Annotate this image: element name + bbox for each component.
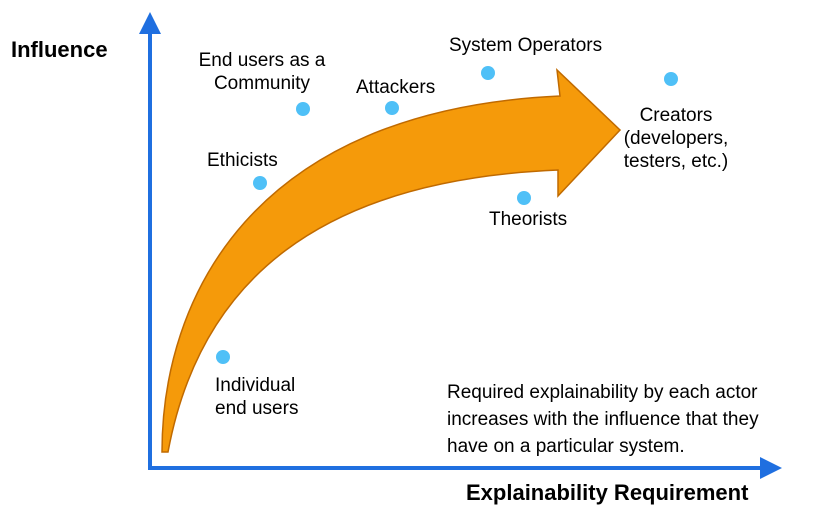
label-individual-end-users: Individual end users: [215, 375, 299, 419]
label-ethicists: Ethicists: [207, 150, 278, 171]
dot-system-operators: [481, 66, 495, 80]
x-axis-arrowhead-icon: [760, 457, 782, 479]
y-axis-title: Influence: [11, 37, 108, 62]
label-system-operators: System Operators: [449, 35, 603, 56]
label-end-users-community: End users as a Community: [198, 50, 326, 94]
dot-end-users-community: [296, 102, 310, 116]
dot-attackers: [385, 101, 399, 115]
label-theorists: Theorists: [489, 209, 568, 230]
dot-ethicists: [253, 176, 267, 190]
dot-creators: [664, 72, 678, 86]
x-axis-title: Explainability Requirement: [466, 480, 749, 505]
label-creators: Creators (developers, testers, etc.): [623, 105, 729, 172]
dot-individual-end-users: [216, 350, 230, 364]
explanation-note: Required explainability by each actor in…: [447, 382, 759, 457]
label-attackers: Attackers: [356, 77, 436, 98]
growth-arrow-icon: [161, 68, 622, 453]
dot-theorists: [517, 191, 531, 205]
y-axis-arrowhead-icon: [139, 12, 161, 34]
